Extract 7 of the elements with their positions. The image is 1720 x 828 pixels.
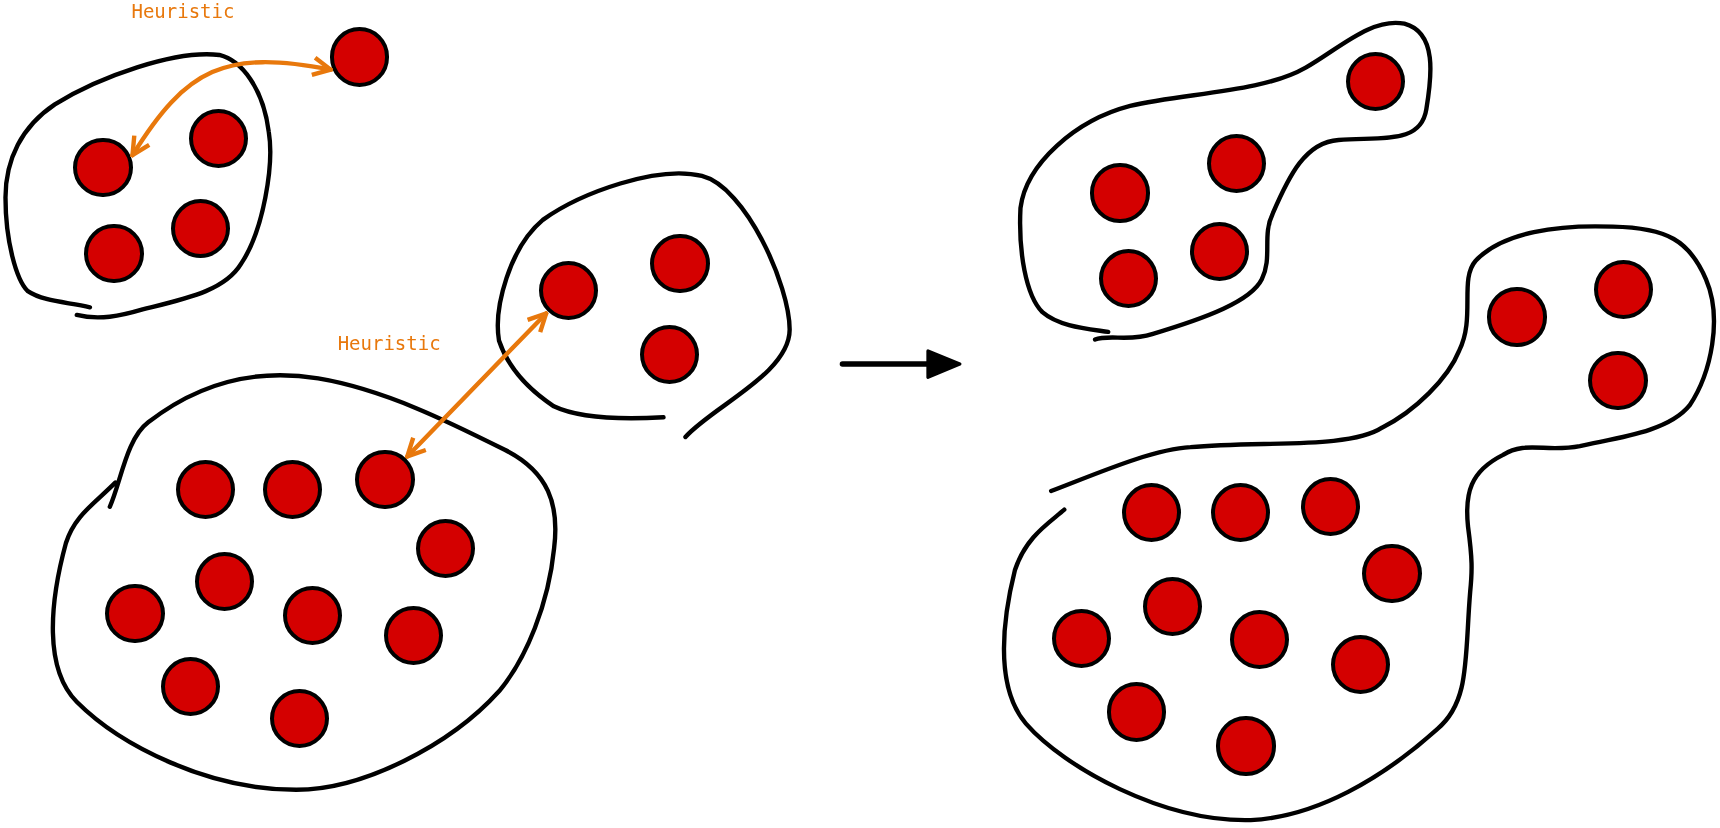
data-point bbox=[1090, 163, 1150, 223]
data-point bbox=[355, 449, 415, 509]
data-point bbox=[1487, 287, 1547, 347]
data-point bbox=[1216, 716, 1276, 776]
double-arrow bbox=[405, 311, 549, 459]
double-arrow bbox=[130, 55, 333, 158]
data-point bbox=[650, 233, 710, 293]
